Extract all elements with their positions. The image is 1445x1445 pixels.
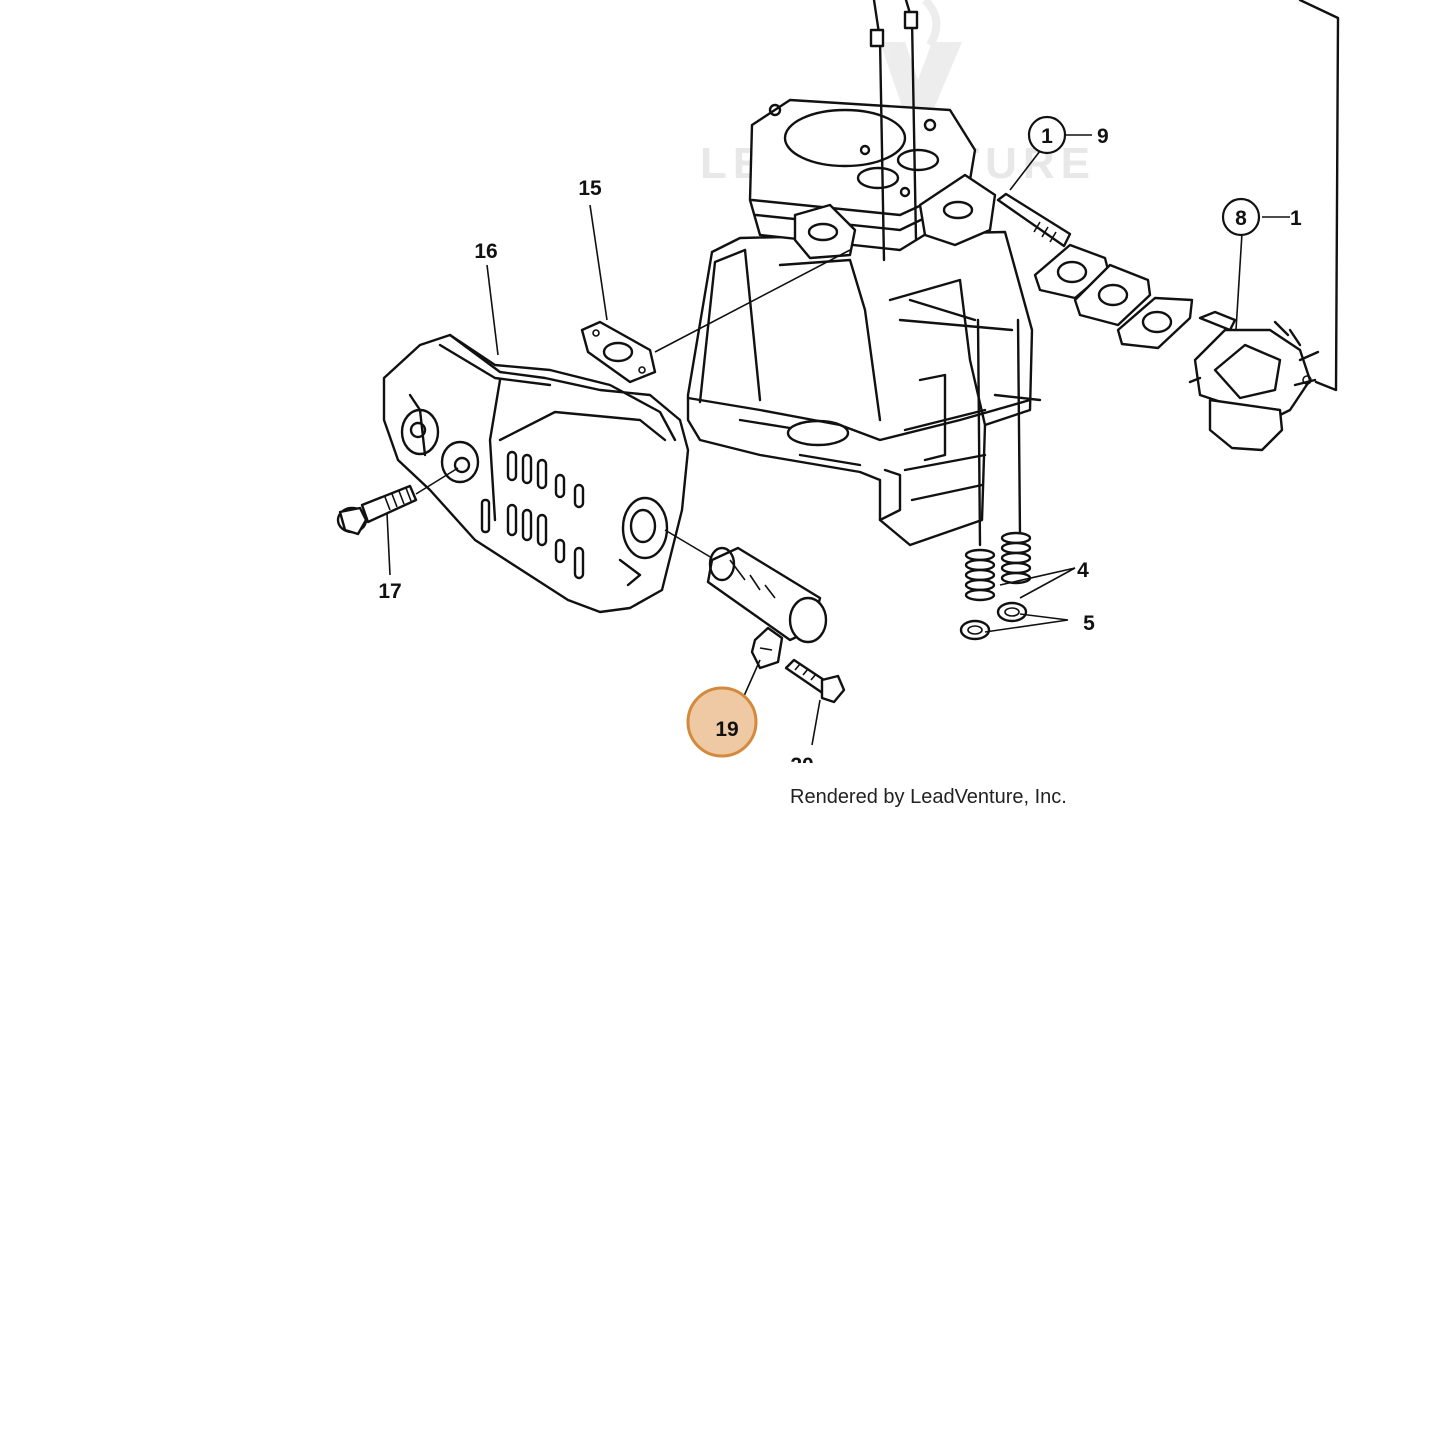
footer-credit: Rendered by LeadVenture, Inc. xyxy=(790,786,1067,808)
callout-17[interactable]: 17 xyxy=(378,580,401,603)
callout-4[interactable]: 4 xyxy=(1077,559,1089,582)
callout-5[interactable]: 5 xyxy=(1083,612,1095,635)
valve-retainers xyxy=(959,601,1028,641)
heat-shield-slots xyxy=(480,450,585,580)
spark-arrestor xyxy=(664,529,828,670)
carburetor xyxy=(1188,310,1320,452)
callout-15[interactable]: 15 xyxy=(578,177,602,200)
intake-gaskets xyxy=(1033,243,1194,350)
frame-bracket xyxy=(1298,0,1340,392)
callout-8[interactable]: 8 xyxy=(1221,197,1261,237)
svg-text:1: 1 xyxy=(1041,125,1053,148)
callout-1[interactable]: 1 xyxy=(1027,115,1067,155)
callout-9[interactable]: 9 xyxy=(1097,125,1109,148)
callout-19-highlighted[interactable]: 19 xyxy=(686,686,758,758)
callout-19-label: 19 xyxy=(715,718,738,741)
bolt-20 xyxy=(784,658,846,704)
muffler xyxy=(382,333,690,614)
callout-16[interactable]: 16 xyxy=(474,240,497,263)
svg-text:8: 8 xyxy=(1235,207,1247,230)
valve-springs xyxy=(964,531,1032,602)
crop-mask xyxy=(760,763,850,783)
engine-block xyxy=(686,0,1042,547)
callout-1b[interactable]: 1 xyxy=(1290,207,1302,230)
bolt-17 xyxy=(336,467,459,536)
exhaust-gasket xyxy=(580,249,851,384)
